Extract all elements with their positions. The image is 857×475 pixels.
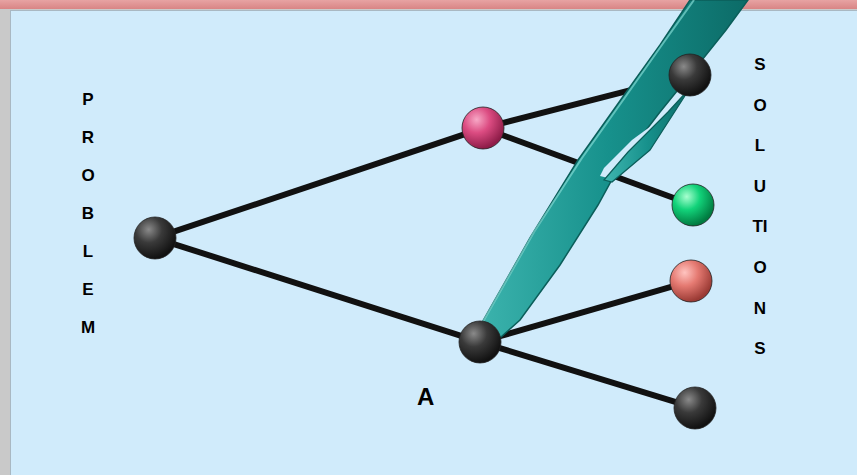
branch-line <box>498 348 677 403</box>
circle-shape <box>673 386 717 430</box>
node-circle <box>133 216 177 260</box>
circle-shape <box>458 320 502 364</box>
circle-fill <box>672 184 714 226</box>
circle-fill <box>670 260 712 302</box>
circle-fill <box>462 107 504 149</box>
circle-fill <box>674 387 716 429</box>
node-circle <box>668 53 712 97</box>
node-circle <box>673 386 717 430</box>
node-circle: A <box>458 320 502 364</box>
circle-shape <box>668 53 712 97</box>
branch-line <box>173 134 465 232</box>
branch-line <box>173 244 462 336</box>
circle-shape <box>671 183 715 227</box>
circle-fill <box>669 54 711 96</box>
fork-shaft <box>468 0 748 345</box>
circle-fill <box>459 321 501 363</box>
circle-fill <box>134 217 176 259</box>
fork-prong-tip <box>604 88 690 182</box>
fork-highlight <box>476 0 694 334</box>
node-label: A <box>417 384 434 410</box>
circle-shape <box>133 216 177 260</box>
vertical-label: PROBLEM <box>80 81 97 347</box>
circle-shape <box>461 106 505 150</box>
circle-shape <box>669 259 713 303</box>
node-circle <box>671 183 715 227</box>
node-circle <box>461 106 505 150</box>
node-circle <box>669 259 713 303</box>
vertical-label: SOLUTIONS <box>752 45 769 370</box>
